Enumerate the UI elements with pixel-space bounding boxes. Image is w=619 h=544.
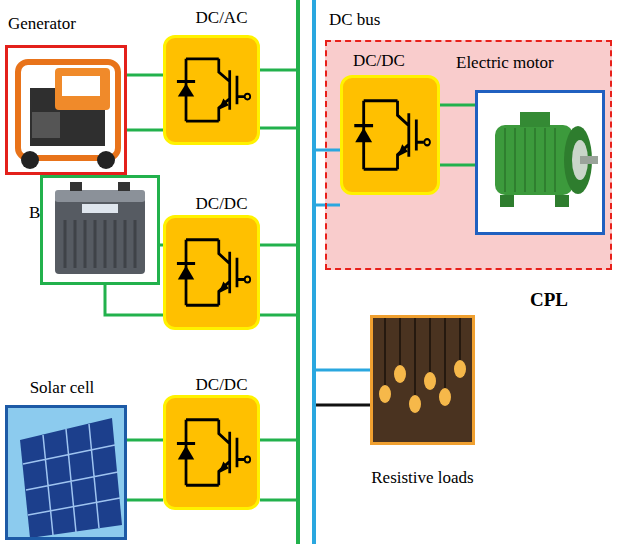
wire-line: [260, 69, 296, 72]
power-wire: [440, 105, 475, 165]
wire-line: [260, 244, 296, 247]
node-label: Generator: [8, 14, 76, 34]
power-wire: [127, 75, 163, 130]
power-wire: [260, 245, 296, 315]
wire-line: [260, 127, 296, 130]
node-label: DC/DC: [196, 375, 248, 395]
wire-line: [260, 314, 296, 317]
wire-line: [127, 439, 163, 442]
power-wire: [127, 440, 163, 500]
node-label: Resistive loads: [371, 468, 473, 488]
motor-box: Electric motor: [475, 90, 605, 235]
generator-box: Generator: [5, 45, 127, 175]
node-label: DC/AC: [196, 8, 248, 28]
wire-line: [316, 404, 370, 407]
node-label: CPL: [530, 289, 568, 311]
converter-box: DC/DC: [163, 395, 260, 510]
wire-line: [316, 149, 340, 152]
wire-line: [440, 104, 475, 107]
wire-line: [127, 129, 163, 132]
power-wire: [260, 70, 296, 128]
light-bulbs-picture: [370, 315, 475, 445]
node-label: DC/DC: [196, 194, 248, 214]
power-wire: [105, 245, 163, 315]
wire-line: [316, 369, 370, 372]
wire-line: [127, 74, 163, 77]
wire-line: [316, 204, 340, 207]
wire-line: [127, 499, 163, 502]
solar-panel-picture: [5, 405, 127, 540]
converter-box: DC/AC: [163, 35, 260, 145]
solar-cell-box: Solar cell: [5, 405, 127, 540]
node-label: Solar cell: [30, 378, 95, 398]
wire-line: [440, 164, 475, 167]
igbt-symbol: [166, 218, 257, 327]
converter-box: DC/DC: [163, 215, 260, 330]
cpl-region-fill: [325, 40, 612, 270]
battery-picture: [40, 175, 160, 285]
power-wire: [316, 150, 340, 205]
igbt-symbol: [166, 398, 257, 507]
igbt-symbol: [166, 38, 257, 142]
cpl-region: DC/DCElectric motorCPL: [325, 40, 612, 270]
igbt-symbol: [343, 78, 437, 192]
battery-box: B: [40, 175, 160, 285]
node-label: Electric motor: [456, 53, 554, 73]
wire-line: [105, 285, 163, 315]
generator-picture: [5, 45, 127, 175]
resistive-load-box: Resistive loads: [370, 315, 475, 445]
dc-bus: DC bus: [296, 0, 316, 544]
wire-line: [260, 499, 296, 502]
node-label: DC bus: [329, 10, 380, 30]
wire-line: [260, 439, 296, 442]
node-label: DC/DC: [353, 51, 405, 71]
node-label: B: [29, 203, 40, 223]
converter-box: DC/DC: [340, 75, 440, 195]
power-wire: [260, 440, 296, 500]
power-wire: [316, 370, 370, 405]
motor-picture: [475, 90, 605, 235]
